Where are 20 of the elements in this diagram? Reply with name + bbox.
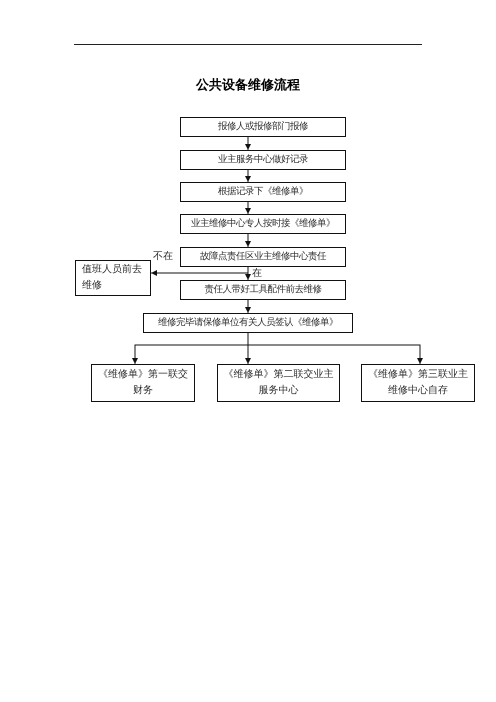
process-box: 报修人或报修部门报修 — [180, 117, 346, 137]
process-box: 《维修单》第一联交财务 — [91, 364, 195, 402]
edge-label: 不在 — [152, 251, 174, 262]
arrow — [245, 136, 251, 150]
arrow — [245, 234, 251, 248]
arrow — [245, 300, 251, 314]
process-box: 责任人带好工具配件前去维修 — [180, 280, 346, 300]
process-box: 业主维修中心专人按时接《维修单》 — [180, 214, 346, 234]
arrow — [245, 202, 251, 214]
process-box: 故障点责任区业主维修中心责任 — [180, 247, 346, 267]
process-box: 根据记录下《维修单》 — [180, 182, 346, 202]
edge-label: 在 — [251, 268, 263, 279]
process-box: 《维修单》第二联交业主服务中心 — [217, 364, 340, 402]
process-box: 《维修单》第三联业主维修中心自存 — [361, 364, 475, 402]
arrow — [248, 332, 423, 364]
arrow — [245, 170, 251, 182]
process-box: 维修完毕请保修单位有关人员签认《维修单》 — [143, 313, 353, 333]
title: 公共设备维修流程 — [196, 76, 300, 94]
process-box: 业主服务中心做好记录 — [180, 150, 346, 170]
process-box: 值班人员前去维修 — [75, 260, 151, 296]
